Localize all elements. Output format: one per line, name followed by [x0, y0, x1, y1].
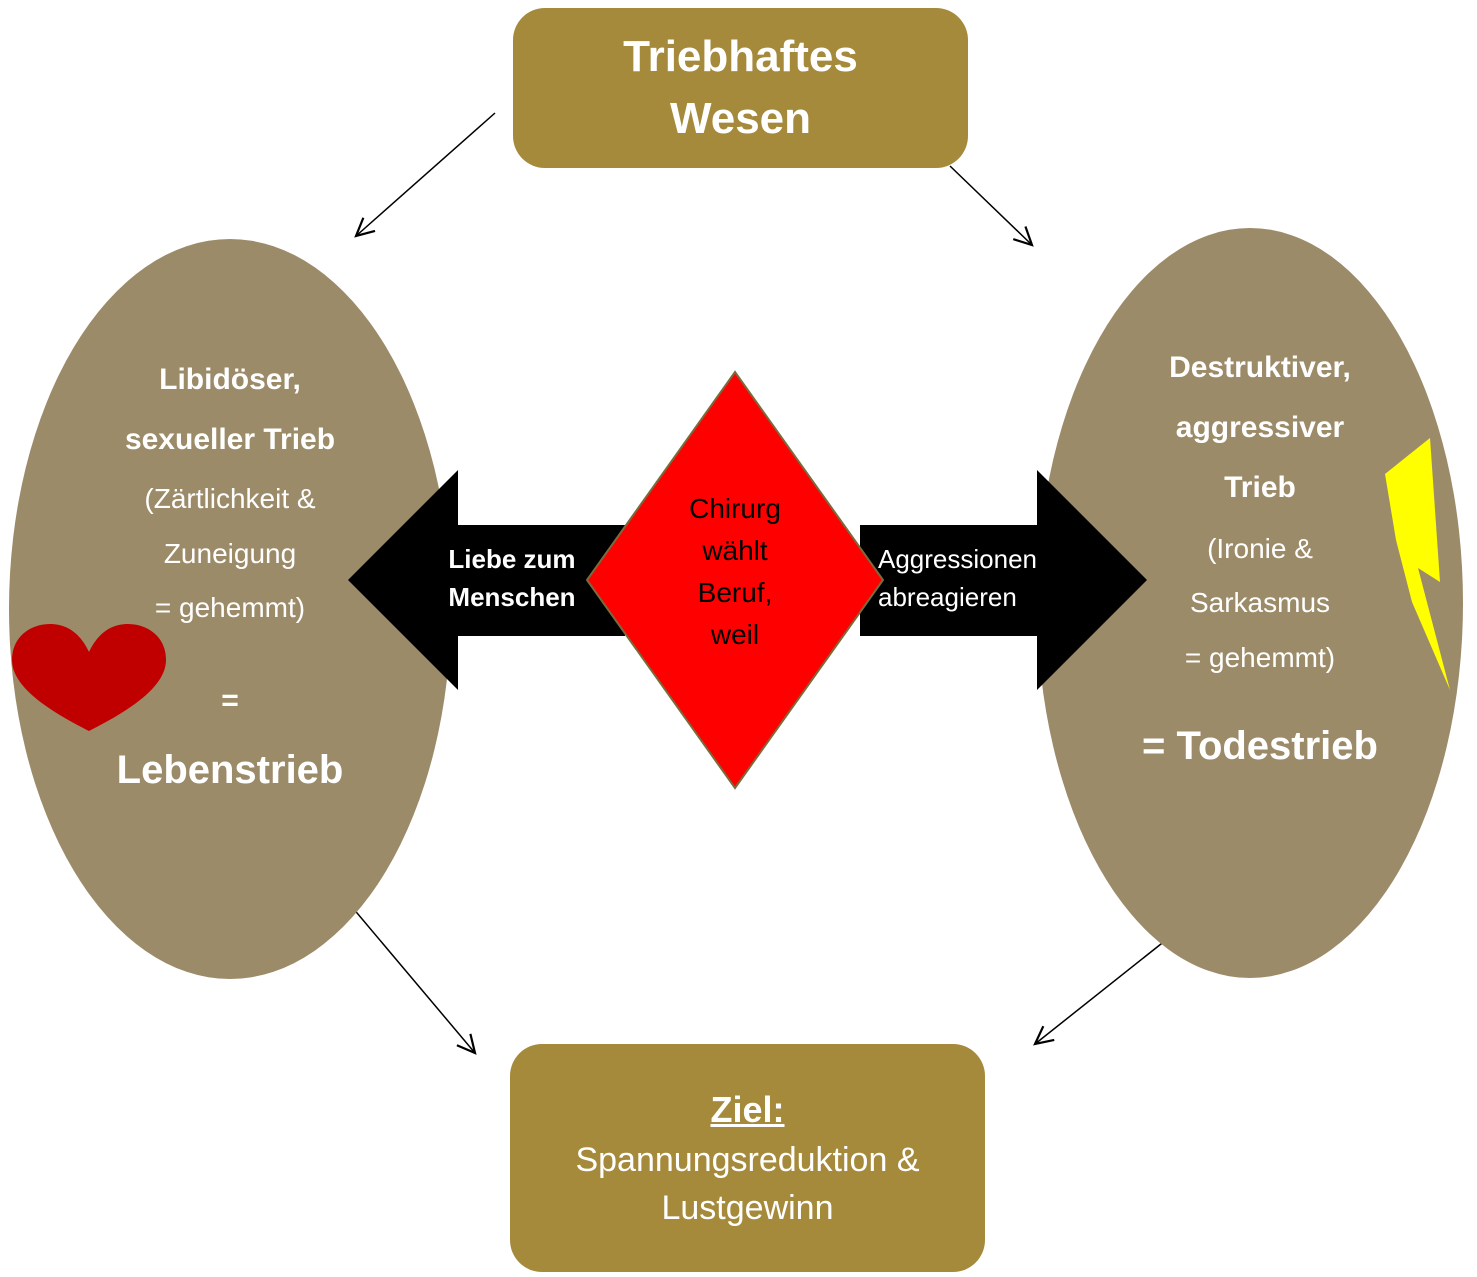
right-title-line1: Destruktiver, [1169, 351, 1351, 384]
center-diamond [585, 370, 885, 790]
left-equals: = [221, 684, 239, 717]
right-arrow-label: Aggressionen abreagieren [878, 540, 1068, 616]
diamond-line2: wählt [702, 535, 768, 566]
top-box-triebhaftes-wesen: Triebhaftes Wesen [513, 8, 968, 168]
left-result-lebenstrieb: Lebenstrieb [116, 748, 344, 792]
left-title-line2: sexueller Trieb [124, 423, 336, 456]
left-detail-line2: Zuneigung [163, 538, 297, 569]
bottom-box-line2: Lustgewinn [661, 1189, 834, 1227]
left-arrow-label: Liebe zum Menschen [432, 540, 592, 616]
right-title-line3: Trieb [1224, 471, 1296, 504]
right-arrow-line1: Aggressionen [878, 544, 1037, 574]
connector-left-to-bottom [351, 906, 475, 1053]
left-arrow-line2: Menschen [448, 582, 576, 612]
right-detail-line3: = gehemmt) [1184, 642, 1336, 673]
lightning-icon [1385, 438, 1450, 690]
diamond-label: Chirurg wählt Beruf, weil [655, 488, 815, 656]
left-ellipse [9, 239, 451, 979]
connector-right-to-bottom [1035, 939, 1167, 1044]
right-ellipse [1037, 228, 1463, 978]
top-box-line2: Wesen [669, 94, 812, 143]
right-arrow-line2: abreagieren [878, 582, 1017, 612]
left-detail-line1: (Zärtlichkeit & [144, 483, 316, 514]
diamond-line1: Chirurg [689, 493, 781, 524]
left-detail-line3: = gehemmt) [154, 592, 306, 623]
right-detail-line1: (Ironie & [1207, 533, 1313, 564]
left-title-line1: Libidöser, [159, 363, 301, 396]
right-block-arrow [860, 470, 1147, 690]
right-title-line2: aggressiver [1175, 411, 1345, 444]
bottom-box-line1: Spannungsreduktion & [575, 1141, 920, 1179]
right-detail-line2: Sarkasmus [1189, 587, 1331, 618]
left-arrow-line1: Liebe zum [448, 544, 576, 574]
top-box-line1: Triebhaftes [623, 32, 858, 81]
connector-top-to-right [949, 165, 1032, 245]
connector-top-to-left [356, 112, 496, 236]
left-block-arrow [348, 470, 625, 690]
bottom-box-label: Ziel: [710, 1089, 785, 1130]
diamond-line3: Beruf, [697, 577, 773, 608]
bottom-box-ziel: Ziel: Spannungsreduktion & Lustgewinn [510, 1044, 985, 1272]
right-result-todestrieb: = Todestrieb [1142, 724, 1378, 768]
diamond-line4: weil [710, 619, 760, 650]
heart-icon [12, 624, 166, 731]
